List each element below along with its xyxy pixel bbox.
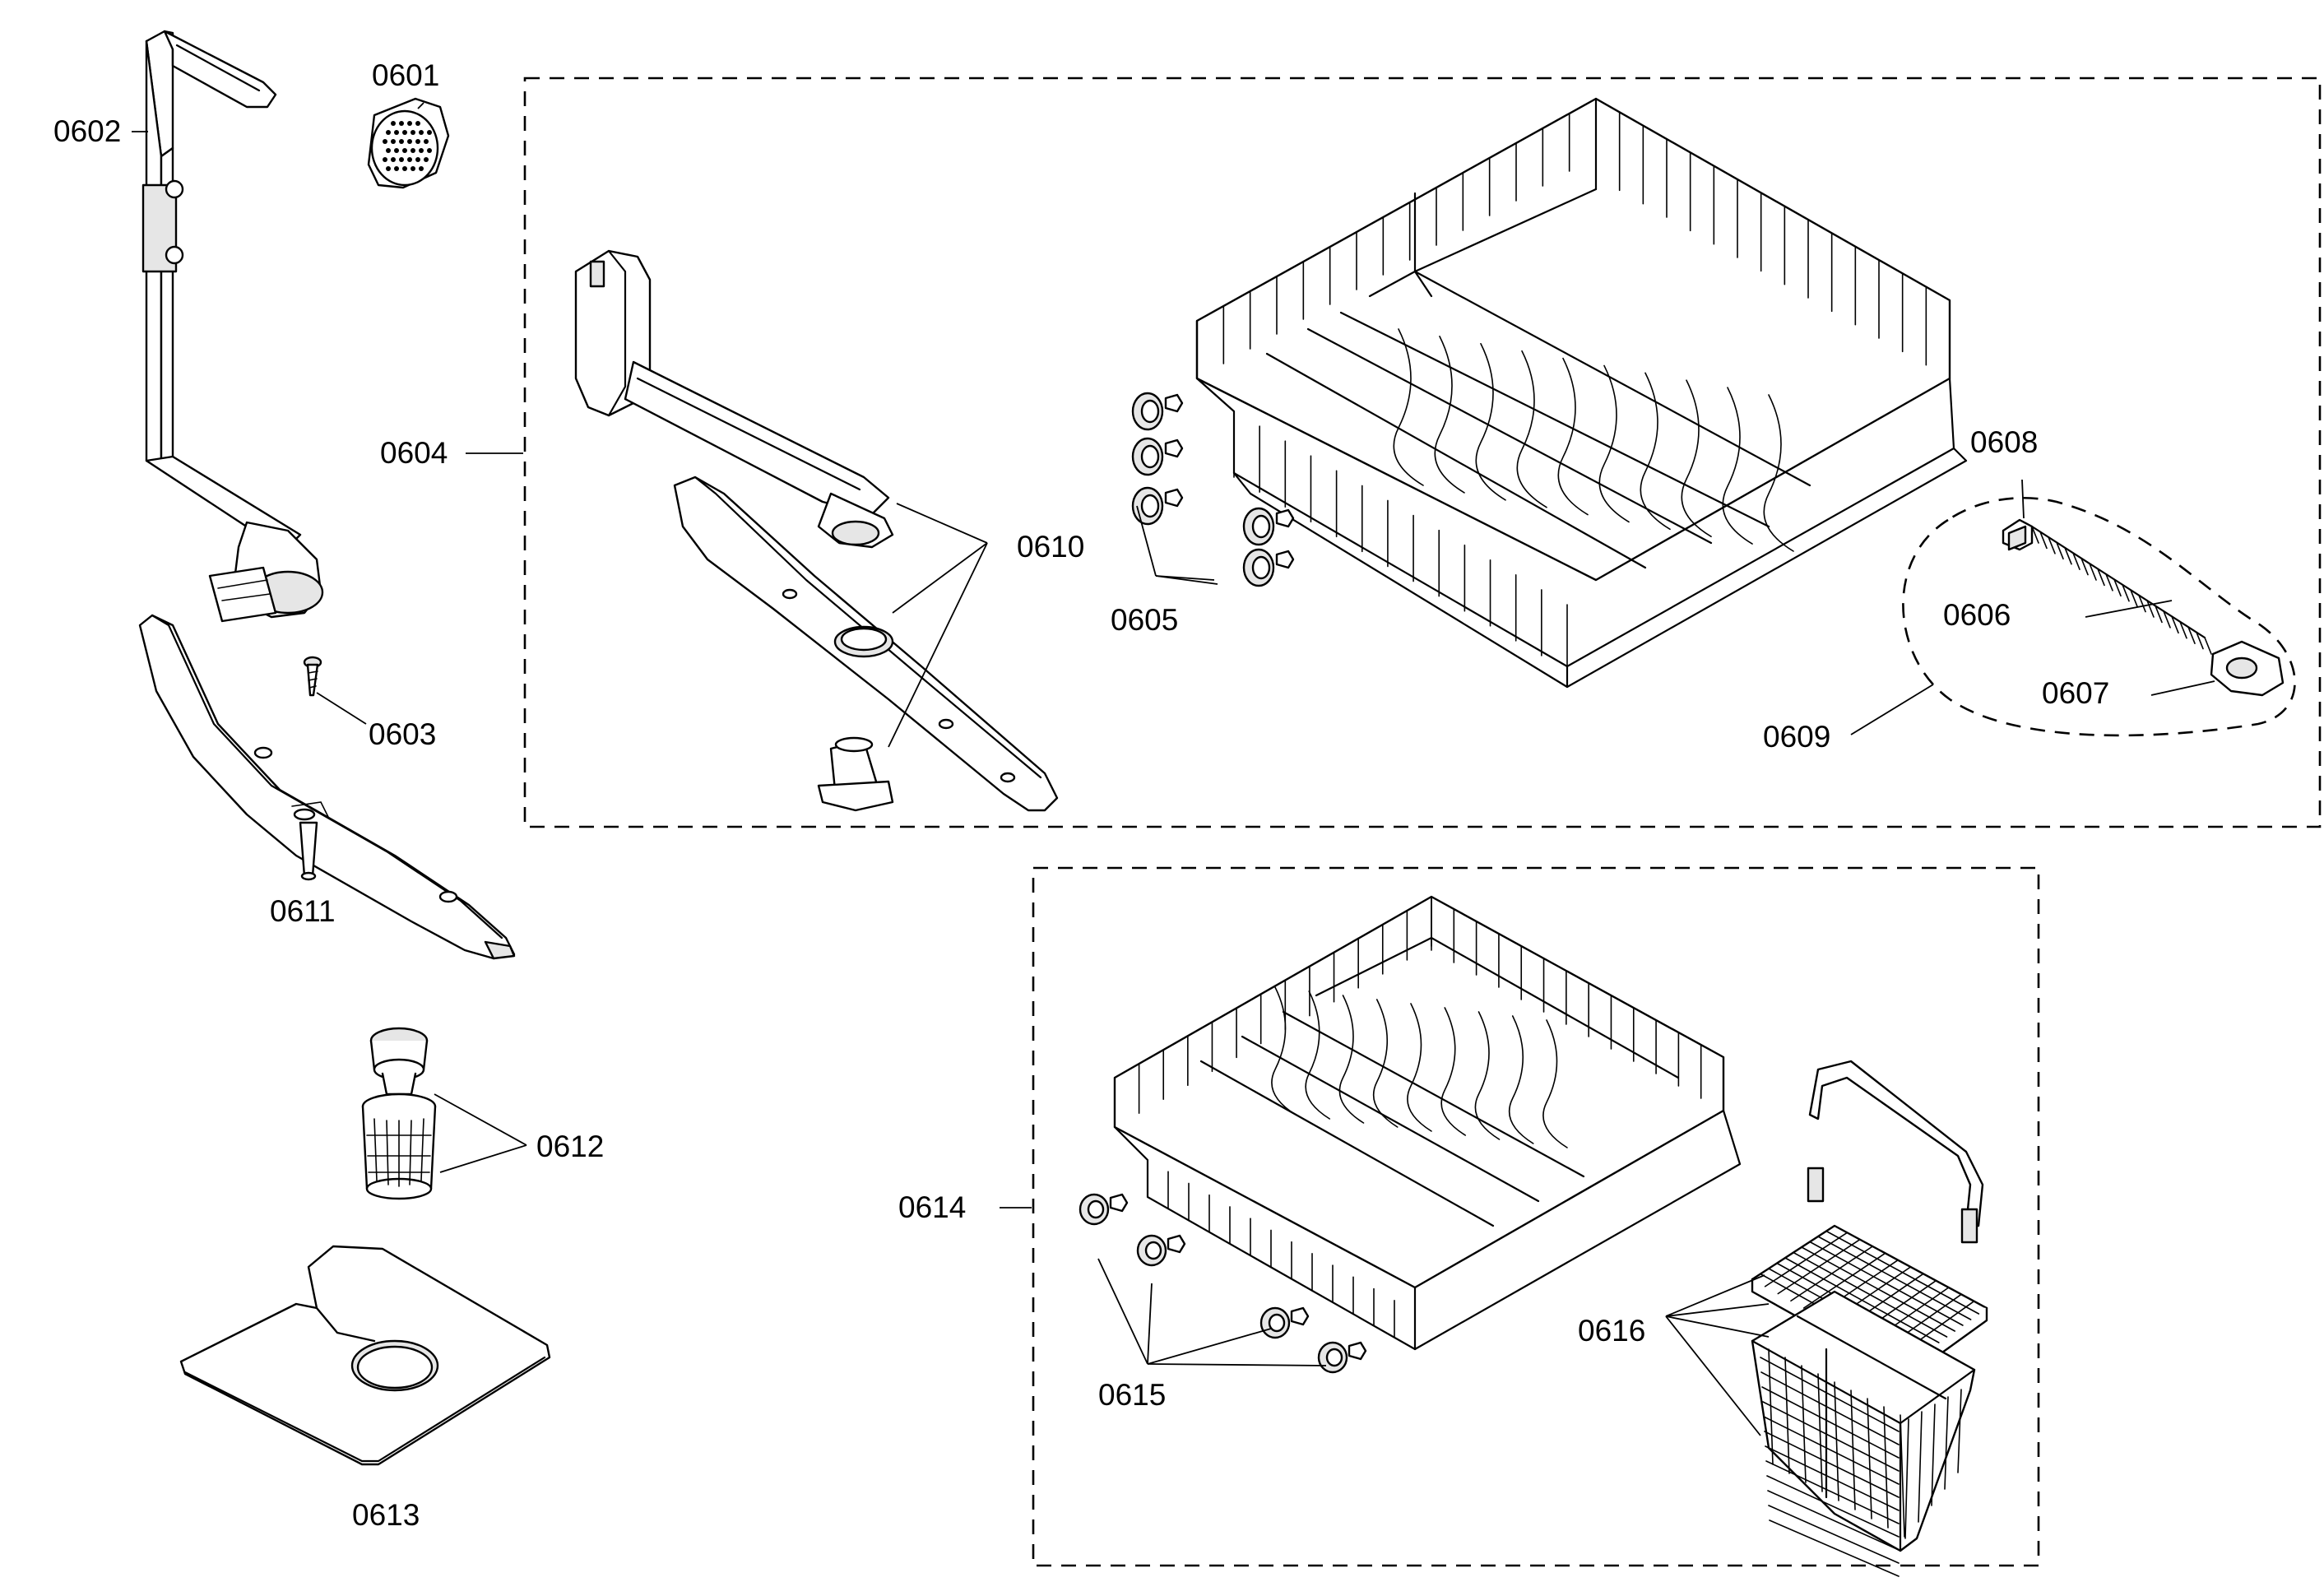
label-0603: 0603 bbox=[369, 717, 436, 751]
label-0615: 0615 bbox=[1098, 1378, 1166, 1412]
label-0610: 0610 bbox=[1017, 530, 1084, 564]
leader-lines bbox=[132, 102, 2215, 1436]
upper-rack-part bbox=[1195, 97, 1968, 689]
label-0602: 0602 bbox=[53, 114, 121, 148]
spray-pipe-part bbox=[141, 30, 324, 623]
label-0606: 0606 bbox=[1943, 598, 2011, 632]
label-0609: 0609 bbox=[1763, 720, 1830, 754]
cutlery-basket-part bbox=[1751, 1060, 1988, 1577]
basket-kit-part bbox=[2002, 518, 2285, 697]
label-0616: 0616 bbox=[1578, 1314, 1645, 1348]
upper-spray-arm-part bbox=[574, 249, 1059, 812]
label-0608: 0608 bbox=[1970, 425, 2038, 459]
lower-rack-group-box bbox=[1032, 866, 2040, 1567]
basket-kit-group-outline bbox=[1902, 496, 2296, 737]
label-0611: 0611 bbox=[270, 894, 336, 928]
filter-plate-part bbox=[179, 1245, 551, 1466]
filter-cylinders-part bbox=[361, 1027, 437, 1200]
filter-cap-part bbox=[367, 97, 450, 189]
upper-rack-group-box bbox=[523, 77, 2322, 828]
label-0614: 0614 bbox=[898, 1190, 966, 1224]
label-0607: 0607 bbox=[2042, 676, 2109, 710]
lower-spray-arm-part bbox=[138, 614, 516, 960]
upper-rollers-part bbox=[1131, 392, 1295, 587]
label-0605: 0605 bbox=[1111, 603, 1178, 637]
label-0612: 0612 bbox=[536, 1130, 604, 1163]
label-0601: 0601 bbox=[372, 58, 439, 92]
label-0604: 0604 bbox=[380, 436, 448, 470]
screw-part bbox=[303, 656, 322, 697]
lower-rollers-part bbox=[1079, 1193, 1367, 1374]
label-0613: 0613 bbox=[352, 1498, 420, 1532]
lower-rack-part bbox=[1113, 895, 1742, 1351]
